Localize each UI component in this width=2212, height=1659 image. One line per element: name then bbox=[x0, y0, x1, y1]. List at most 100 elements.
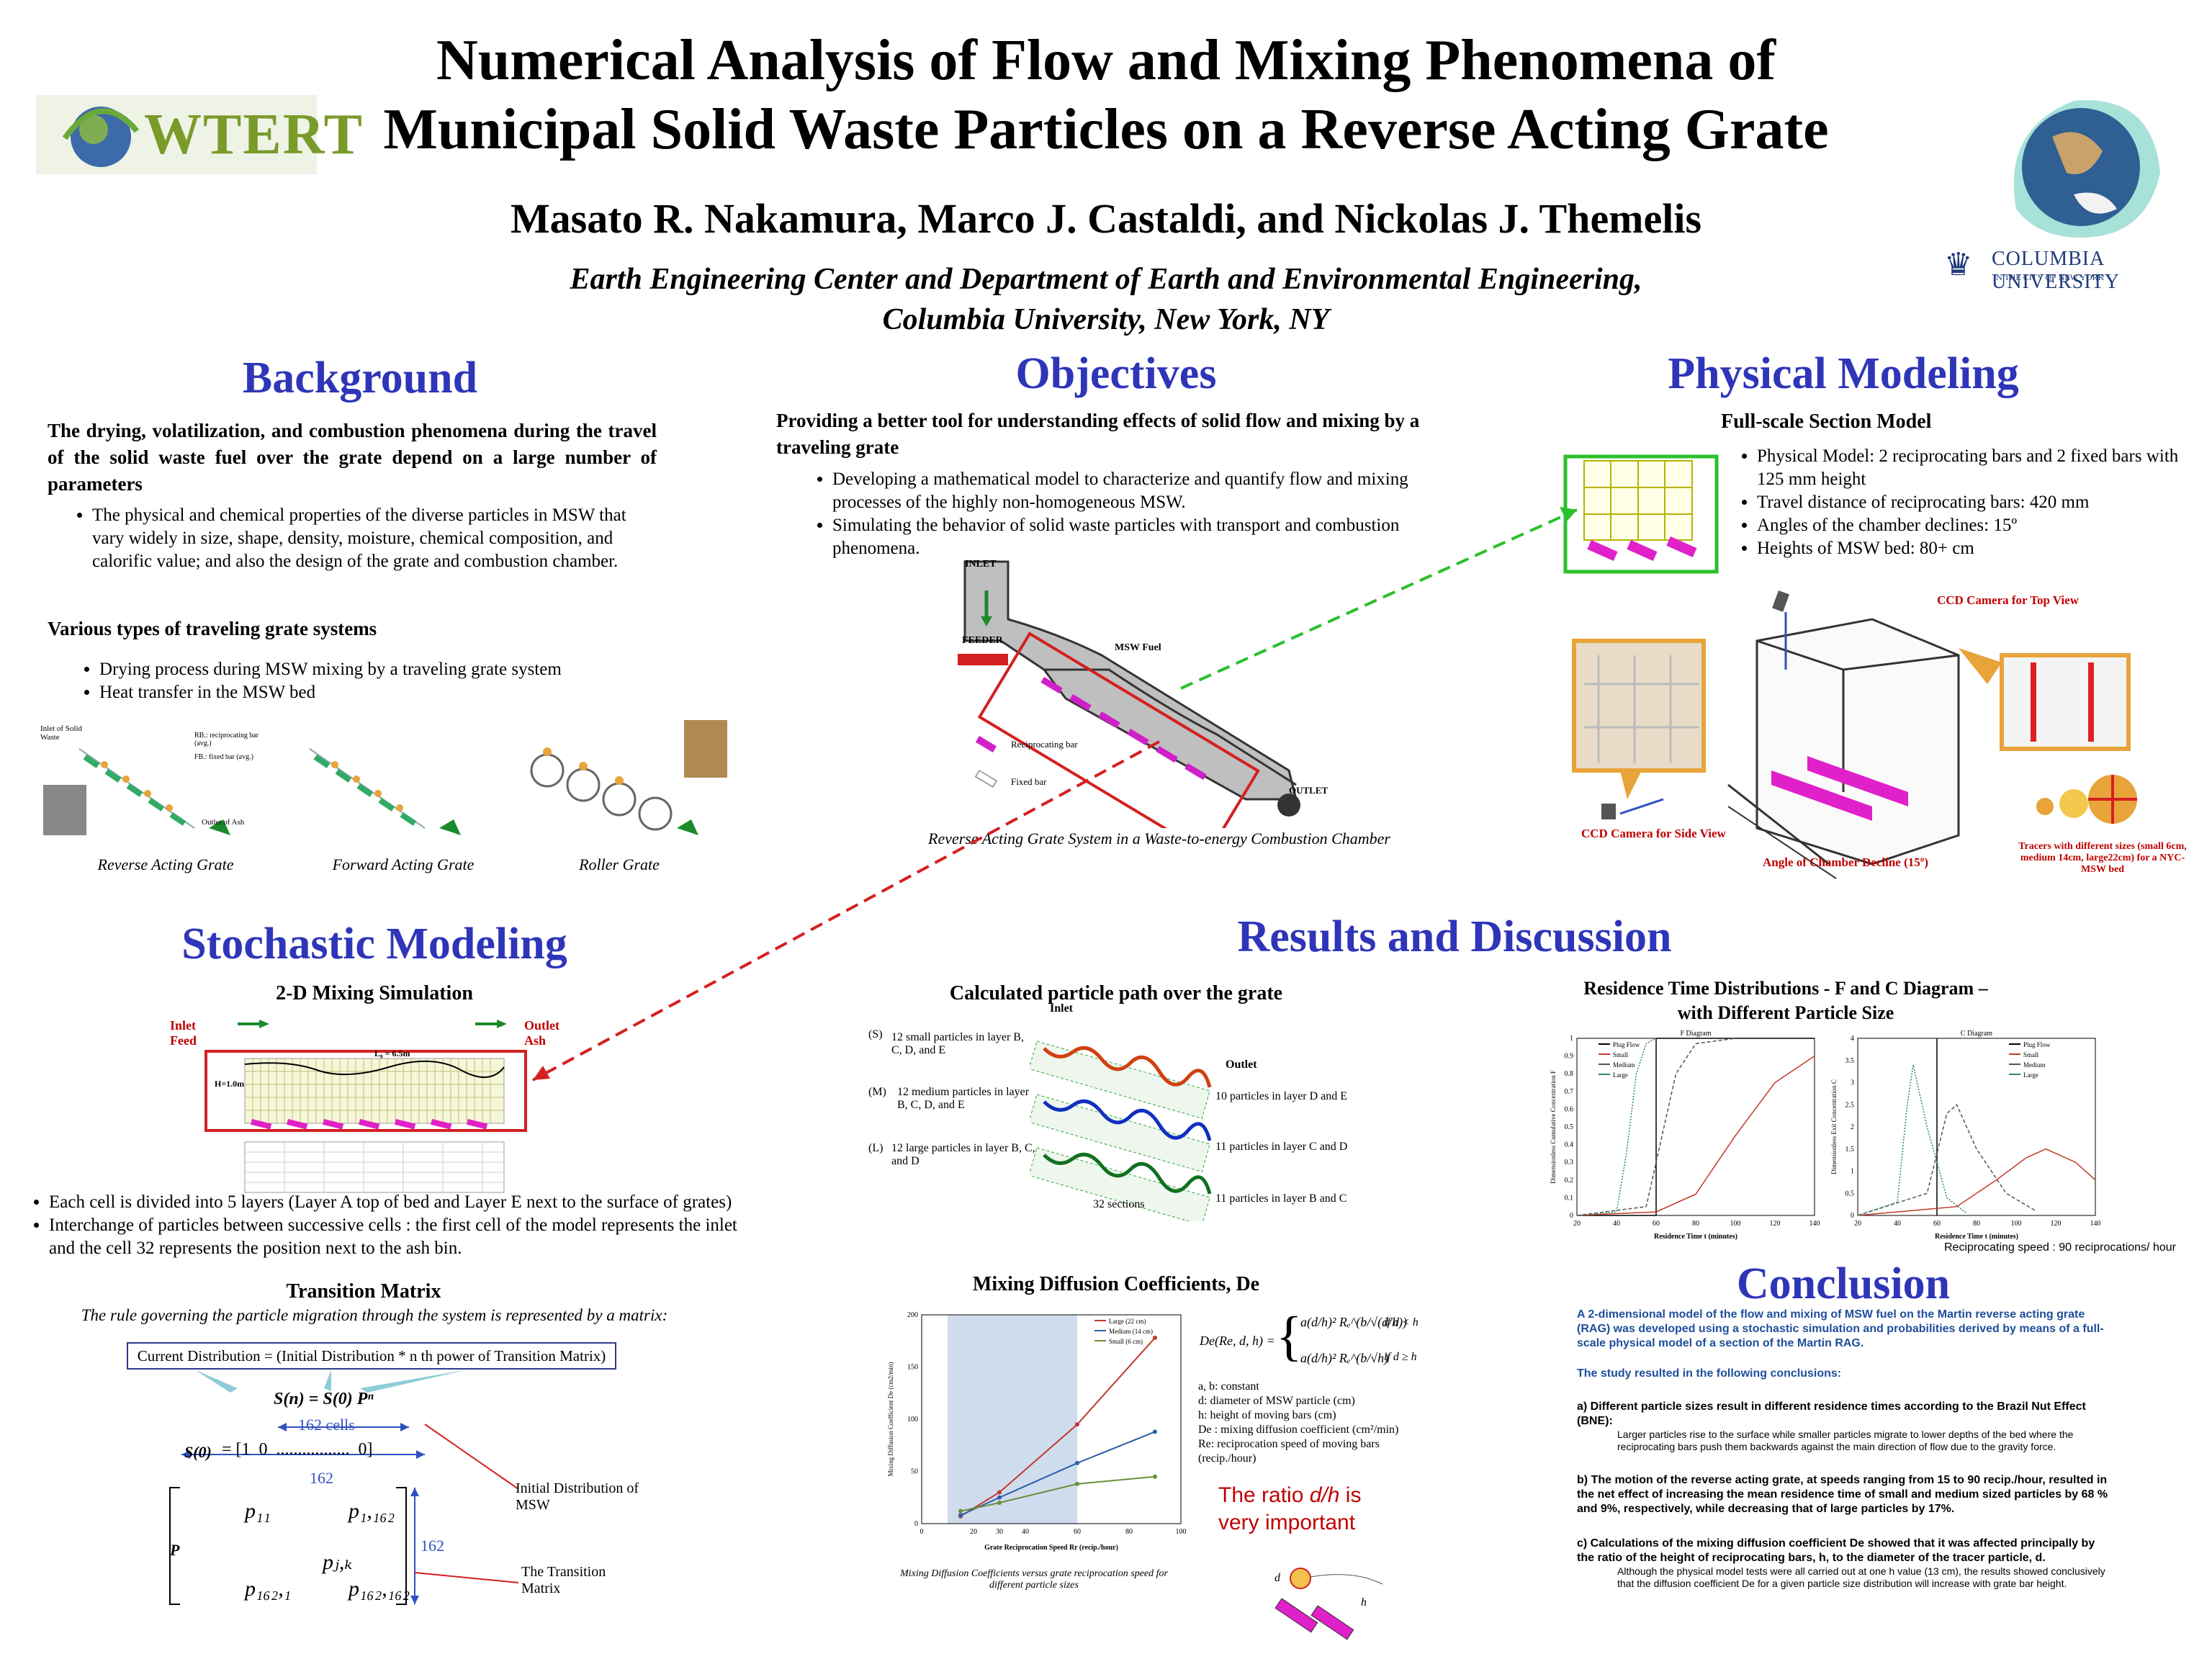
equation-lhs: De(Re, d, h) = bbox=[1200, 1334, 1275, 1348]
y-tick-label: 0.1 bbox=[1565, 1194, 1574, 1202]
particle-path-heading: Calculated particle path over the grate bbox=[949, 982, 1283, 1004]
combustion-chamber-figure bbox=[958, 560, 1300, 828]
conclusion-c-body: Although the physical model tests were a… bbox=[1617, 1565, 2105, 1589]
label-side-camera: CCD Camera for Side View bbox=[1581, 827, 1726, 840]
x-tick-label: 30 bbox=[996, 1528, 1003, 1536]
physical-model-3d-figure bbox=[1572, 590, 2137, 879]
ratio-note-text1: The ratio bbox=[1218, 1483, 1304, 1507]
label-162-height: 162 bbox=[421, 1537, 444, 1555]
results-heading: Results and Discussion bbox=[1237, 912, 1672, 961]
y-tick-label: 2.5 bbox=[1845, 1101, 1855, 1109]
data-point bbox=[997, 1501, 1002, 1505]
x-tick-label: 40 bbox=[1613, 1220, 1620, 1228]
right-label-3: 11 particles in layer B and C bbox=[1215, 1192, 1347, 1205]
series-line bbox=[1857, 1064, 1967, 1216]
x-tick-label: 60 bbox=[1653, 1220, 1660, 1228]
chamber-label-outlet: OUTLET bbox=[1289, 785, 1328, 796]
path-small-band bbox=[1030, 1040, 1212, 1119]
label-162-cells: 162 cells bbox=[298, 1416, 355, 1434]
data-point bbox=[1153, 1429, 1157, 1434]
x-tick-label: 140 bbox=[2090, 1220, 2101, 1228]
text-large-set: 12 large particles in layer B, C, and D bbox=[891, 1142, 1035, 1167]
mdc-heading: Mixing Diffusion Coefficients, De bbox=[972, 1273, 1260, 1295]
poster-title: Numerical Analysis of Flow and Mixing Ph… bbox=[0, 26, 2212, 164]
series-line bbox=[960, 1475, 1156, 1512]
chamber-label-fixed: Fixed bar bbox=[1011, 776, 1047, 787]
text-medium-set: 12 medium particles in layer B, C, D, an… bbox=[897, 1086, 1030, 1111]
y-tick-label: 150 bbox=[907, 1364, 918, 1372]
equation-sn: S(n) = S(0) Pⁿ bbox=[274, 1390, 374, 1408]
ratio-note: The ratio d/h is very important bbox=[1218, 1482, 1406, 1537]
path-medium-band bbox=[1030, 1094, 1212, 1172]
grate-label-outlet: Outlet of Ash bbox=[202, 818, 245, 827]
equation-case-1-cond: if d < h bbox=[1384, 1316, 1419, 1328]
right-label-2: 11 particles in layer C and D bbox=[1215, 1141, 1348, 1153]
y-tick-label: 1.5 bbox=[1845, 1146, 1855, 1154]
label-bed-length: L₀ = 6.5m bbox=[374, 1048, 410, 1058]
data-point bbox=[1153, 1335, 1157, 1340]
x-tick-label: 80 bbox=[1973, 1220, 1980, 1228]
mixing-simulation-grid bbox=[204, 1020, 527, 1193]
conclusion-lead: The study resulted in the following conc… bbox=[1577, 1367, 1842, 1380]
label-s0: S(0) bbox=[184, 1443, 212, 1461]
caption-reverse-acting-grate: Reverse Acting Grate bbox=[97, 855, 234, 873]
mdc-equation: De(Re, d, h) = { a(d/h)² Rₑ^(b/√(d/h)) i… bbox=[1200, 1306, 1430, 1385]
caption-forward-acting-grate: Forward Acting Grate bbox=[332, 855, 475, 873]
legend-label: Medium bbox=[1613, 1061, 1635, 1069]
equation-brace: { bbox=[1276, 1306, 1303, 1367]
y-tick-label: 0.3 bbox=[1565, 1159, 1574, 1166]
x-tick-label: 60 bbox=[1074, 1528, 1081, 1536]
p-11: p₁₁ bbox=[245, 1499, 271, 1523]
conclusion-intro: A 2-dimensional model of the flow and mi… bbox=[1577, 1308, 2104, 1349]
x-axis-label: Residence Time t (minutes) bbox=[1935, 1233, 2018, 1241]
background-bullet: The physical and chemical properties of … bbox=[92, 504, 641, 573]
background-heading: Background bbox=[242, 354, 478, 403]
conclusion-a-head: a) Different particle sizes result in di… bbox=[1577, 1401, 2086, 1427]
series-line bbox=[1576, 1038, 1736, 1216]
grate-label-fb: FB.: fixed bar (avg.) bbox=[194, 753, 253, 761]
y-tick-label: 100 bbox=[907, 1416, 918, 1424]
legend-label: Small bbox=[1613, 1051, 1629, 1058]
equation-case-1: a(d/h)² Rₑ^(b/√(d/h)) bbox=[1300, 1315, 1408, 1329]
physical-bullet: Heights of MSW bed: 80+ cm bbox=[1757, 537, 2198, 560]
authors: Masato R. Nakamura, Marco J. Castaldi, a… bbox=[510, 195, 1702, 242]
reverse-acting-grate-figure bbox=[43, 748, 230, 835]
physical-bullet: Travel distance of reciprocating bars: 4… bbox=[1757, 491, 2198, 514]
y-tick-label: 200 bbox=[907, 1311, 918, 1319]
y-tick-label: 50 bbox=[911, 1468, 918, 1476]
y-tick-label: 1 bbox=[1570, 1035, 1573, 1043]
definition-line: a, b: constant bbox=[1198, 1380, 1259, 1393]
equation-case-2-cond: if d ≥ h bbox=[1384, 1351, 1417, 1363]
series-line bbox=[1857, 1104, 2036, 1216]
y-tick-label: 4 bbox=[1851, 1035, 1854, 1043]
p-1-162: p₁,₁₆₂ bbox=[349, 1499, 395, 1523]
label-top-camera: CCD Camera for Top View bbox=[1937, 593, 2080, 607]
x-tick-label: 20 bbox=[970, 1528, 977, 1536]
s0-row: = [1 0 ................. 0] bbox=[222, 1440, 373, 1459]
physical-heading: Physical Modeling bbox=[1668, 349, 2019, 398]
grate-label-rb: RB.: reciprocating bar (avg.) bbox=[194, 732, 259, 747]
chart-title: F Diagram bbox=[1680, 1030, 1711, 1038]
y-tick-label: 0.8 bbox=[1565, 1070, 1574, 1078]
stochastic-heading: Stochastic Modeling bbox=[181, 920, 567, 968]
d-h-sketch: dh bbox=[1274, 1568, 1383, 1640]
y-tick-label: 0.2 bbox=[1565, 1177, 1574, 1184]
label-large-set: (L) bbox=[868, 1142, 884, 1154]
rtd-heading-line2: with Different Particle Size bbox=[1677, 1002, 1894, 1023]
label-small-set: (S) bbox=[868, 1028, 883, 1040]
affiliation: Earth Engineering Center and Department … bbox=[0, 259, 2212, 340]
y-tick-label: 0.4 bbox=[1565, 1141, 1574, 1149]
conclusion-body: A 2-dimensional model of the flow and mi… bbox=[1577, 1308, 2110, 1590]
x-tick-label: 20 bbox=[1854, 1220, 1861, 1228]
transition-matrix-heading: Transition Matrix bbox=[286, 1280, 441, 1303]
x-tick-label: 40 bbox=[1894, 1220, 1901, 1228]
chamber-caption: Reverse Acting Grate System in a Waste-t… bbox=[928, 830, 1390, 848]
svg-text:h: h bbox=[1361, 1596, 1367, 1609]
x-tick-label: 120 bbox=[1770, 1220, 1781, 1228]
x-tick-label: 120 bbox=[2051, 1220, 2062, 1228]
particle-path-outlet: Outlet bbox=[1226, 1058, 1257, 1071]
conclusion-c-head: c) Calculations of the mixing diffusion … bbox=[1577, 1537, 2095, 1564]
y-tick-label: 3.5 bbox=[1845, 1057, 1855, 1065]
conclusion-a-body: Larger particles rise to the surface whi… bbox=[1617, 1429, 2074, 1452]
